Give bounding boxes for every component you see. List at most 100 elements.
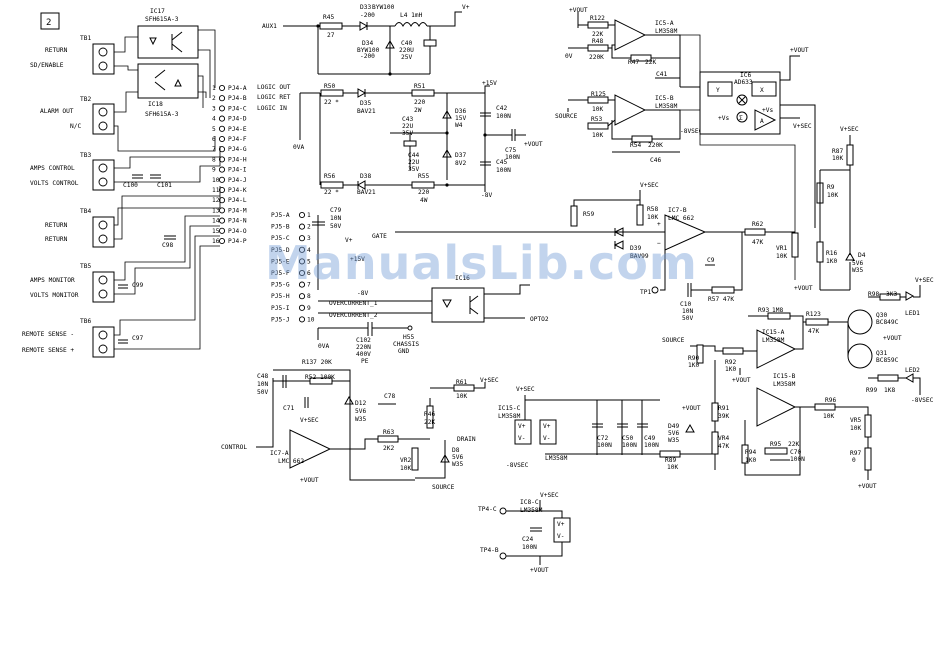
- pj4-pin: [218, 146, 226, 153]
- vout-label: +VOUT: [530, 567, 549, 574]
- r98-label: R98: [868, 291, 879, 298]
- c10-value: 10N: [682, 308, 693, 315]
- ic16-opto: IC16 OPTO2: [431, 275, 549, 323]
- ic5b-label: IC5-B: [655, 95, 674, 102]
- logic-out-label: LOGIC OUT: [257, 84, 291, 91]
- r51-label: R51: [414, 83, 425, 90]
- vout-label: +VOUT: [858, 483, 877, 490]
- c101-label: C101: [157, 182, 172, 189]
- d39-label: D39: [630, 245, 641, 252]
- tb2-label: TB2: [80, 96, 91, 103]
- d36-note: W4: [455, 122, 463, 129]
- ic18-led: [174, 78, 182, 87]
- ic15b-label: IC15-B: [773, 373, 796, 380]
- c79-note: 50V: [330, 223, 341, 230]
- l4-label: L4 1mH: [400, 12, 423, 19]
- d34-label: D34: [362, 40, 373, 47]
- vsec-label: V+SEC: [540, 492, 559, 499]
- pj5-pin-number: 1: [307, 212, 311, 219]
- pj5-connector: 1PJ5-A2PJ5-B3PJ5-C4PJ5-D5PJ5-E6PJ5-F7PJ5…: [271, 211, 315, 323]
- d35-value: BAV21: [357, 108, 376, 115]
- pj5-pin-label: PJ5-B: [271, 224, 290, 231]
- d34-symbol: [385, 39, 395, 49]
- c44-note: 35V: [408, 166, 419, 173]
- pj4-pin-label: PJ4-L: [228, 197, 247, 204]
- pj5-pin: [298, 269, 306, 277]
- tp4b-label: TP4-B: [480, 547, 499, 554]
- vr4-label: VR4: [718, 435, 729, 442]
- tb4-screw: [98, 234, 108, 244]
- c45-value: 100N: [496, 167, 511, 174]
- c99-label: C99: [132, 282, 143, 289]
- terminal-blocks: TB1 RETURN SD/ENABLE TB2 ALARM OUT N/C T…: [22, 35, 115, 358]
- ic5a-opamp: [614, 19, 647, 51]
- c79-value: 10N: [330, 215, 341, 222]
- c42-label: C42: [496, 105, 507, 112]
- vout-label: +VOUT: [883, 335, 902, 342]
- pj4-pin: [218, 237, 226, 245]
- pj4-pin: [218, 176, 226, 183]
- tb5-amps-monitor-label: AMPS MONITOR: [30, 277, 75, 284]
- tb5-volts-monitor-label: VOLTS MONITOR: [30, 292, 79, 299]
- source-label: SOURCE: [432, 484, 455, 491]
- c102-dielectric: PE: [361, 358, 369, 365]
- c24-label: C24: [522, 536, 533, 543]
- r50-label: R50: [324, 83, 335, 90]
- r52-label: R52: [305, 374, 316, 381]
- r61-value: 10K: [456, 393, 467, 400]
- tb2-screw: [98, 107, 108, 117]
- d38-label: D38: [360, 173, 371, 180]
- r50-value: 22 *: [324, 99, 339, 106]
- r95-value: 22K: [788, 441, 799, 448]
- tb4-label: TB4: [80, 208, 91, 215]
- d49-label: D49: [668, 423, 679, 430]
- pj4-pin-number: 13: [212, 207, 220, 214]
- r46-label: R46: [424, 411, 435, 418]
- p15v-label: +15V: [482, 80, 497, 87]
- multiply-symbol: [736, 94, 748, 106]
- ic5b-opamp: [614, 94, 647, 126]
- pj4-pin-label: PJ4-M: [228, 207, 247, 214]
- r46-value: 22K: [424, 419, 435, 426]
- pj5-pin-label: PJ5-F: [271, 270, 290, 277]
- r94-label: R94: [745, 449, 756, 456]
- drain-label: DRAIN: [457, 436, 476, 443]
- pj5-pin-number: 8: [307, 293, 311, 300]
- tb2-alarm-label: ALARM OUT: [40, 108, 74, 115]
- pj4-pin-number: 4: [212, 116, 216, 123]
- c75-value: 100N: [505, 154, 520, 161]
- tb3-screw: [98, 163, 108, 173]
- r93-label: R93: [758, 307, 769, 314]
- led2-label: LED2: [905, 367, 920, 374]
- tb5-block: [92, 271, 115, 303]
- r54-value: 220K: [648, 142, 663, 149]
- tb3-label: TB3: [80, 152, 91, 159]
- d12-label: D12: [355, 400, 366, 407]
- d4-value: 5V6: [852, 260, 863, 267]
- svg-text:A: A: [760, 118, 764, 125]
- overcurrent1-label: OVERCURRENT_1: [329, 300, 378, 307]
- pj4-pin-label: PJ4-C: [228, 105, 247, 112]
- c71-label: C71: [283, 405, 294, 412]
- pj5-pin: [298, 316, 306, 323]
- c45-label: C45: [496, 159, 507, 166]
- r91-value: 39K: [718, 413, 729, 420]
- r90-value: 1K0: [688, 362, 699, 369]
- r58-value: 10K: [647, 214, 658, 221]
- sum-symbol: [736, 111, 748, 123]
- c40-label: C40: [401, 40, 412, 47]
- pj5-pin: [298, 211, 306, 219]
- svg-text:V+: V+: [557, 521, 565, 528]
- r48-value: 220K: [589, 54, 604, 61]
- c70-value: 100N: [790, 456, 805, 463]
- q31-transistor: [847, 343, 873, 369]
- tb1-label: TB1: [80, 35, 91, 42]
- sheet-number: 2: [46, 18, 51, 28]
- pj4-pin-number: 3: [212, 105, 216, 112]
- ic7b-label: IC7-B: [668, 207, 687, 214]
- svg-text:−: −: [657, 240, 661, 247]
- r89-label: R89: [665, 457, 676, 464]
- q31-value: BC859C: [876, 357, 899, 364]
- pj4-pin-label: PJ4-I: [228, 167, 247, 174]
